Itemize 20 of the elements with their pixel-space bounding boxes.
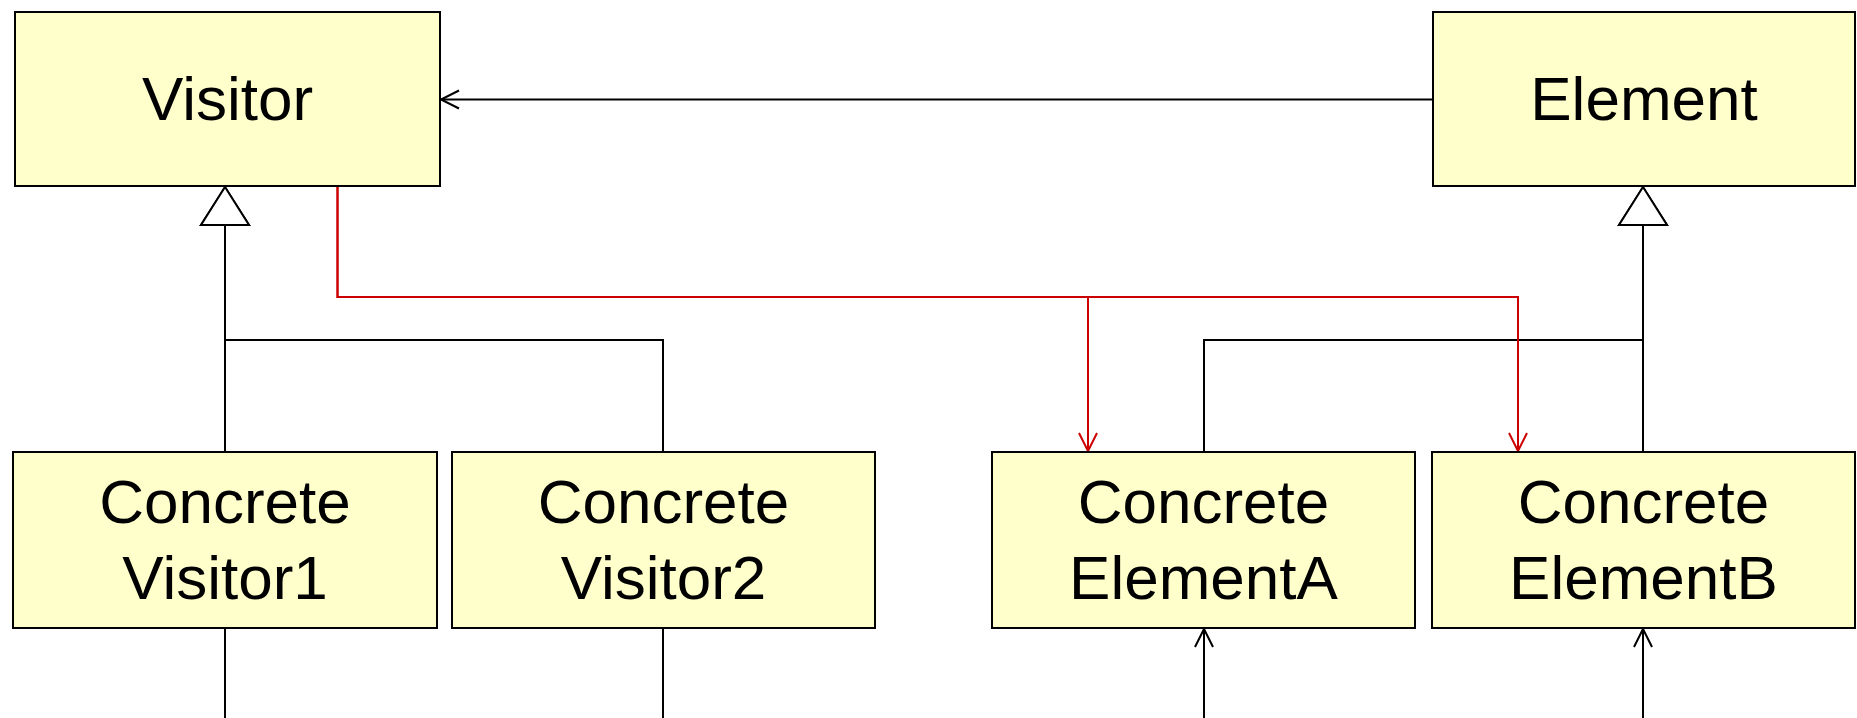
connector-line [224,628,226,718]
class-name: Element [1530,62,1758,135]
class-box [1431,451,1856,629]
arrow [440,89,1433,110]
class-box [12,451,438,629]
class-name: Concrete ElementA [1068,465,1339,614]
arrow [336,186,1528,452]
arrow [1194,628,1214,718]
class-box [1432,11,1856,187]
inheritance-arrow [200,186,664,452]
class-name: Visitor [141,62,314,135]
connector-line [662,628,664,718]
inheritance-arrow [1618,186,1668,452]
arrow [1633,628,1653,718]
class-name: Concrete Visitor2 [536,465,791,614]
class-box [991,451,1416,629]
class-name: Concrete ElementB [1508,465,1779,614]
class-name: Concrete Visitor1 [98,465,352,614]
class-box [14,11,441,187]
class-box [451,451,876,629]
